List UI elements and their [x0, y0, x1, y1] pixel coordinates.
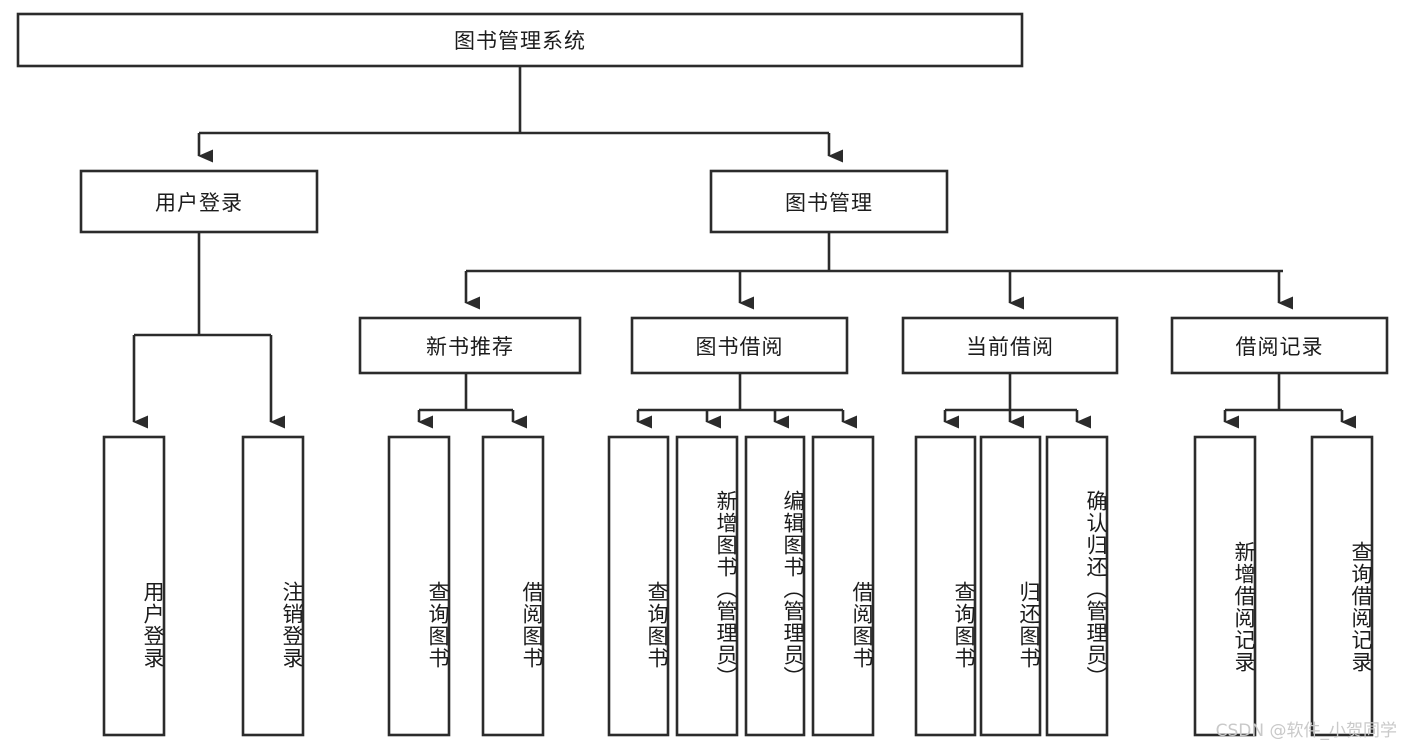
connector-group-user-login: [132, 232, 285, 429]
connector-group-current-borrow: [943, 373, 1091, 429]
node-leaf-confirm-return-admin-box[interactable]: [1045, 435, 1109, 737]
connector-group-root: [197, 66, 843, 163]
node-current-borrow-box[interactable]: [901, 316, 1119, 375]
node-leaf-query-book-current-box[interactable]: [914, 435, 977, 737]
node-root-box[interactable]: [16, 12, 1024, 68]
connector-group-borrow-record: [1223, 373, 1356, 429]
node-book-borrow-box[interactable]: [630, 316, 849, 375]
node-leaf-query-book-borrow-box[interactable]: [607, 435, 670, 737]
node-leaf-borrow-book-recommend-box[interactable]: [481, 435, 545, 737]
node-borrow-record-box[interactable]: [1170, 316, 1389, 375]
node-user-login-box[interactable]: [79, 169, 319, 234]
node-book-management-box[interactable]: [709, 169, 949, 234]
connector-group-book-borrow: [636, 373, 857, 429]
node-leaf-borrow-book-box[interactable]: [811, 435, 875, 737]
node-leaf-add-borrow-record-box[interactable]: [1193, 435, 1257, 737]
node-leaf-add-book-admin-box[interactable]: [675, 435, 739, 737]
node-leaf-user-login-box[interactable]: [102, 435, 166, 737]
node-leaf-query-borrow-record-box[interactable]: [1310, 435, 1374, 737]
connector-group-book-management: [464, 232, 1293, 310]
node-new-book-recommend-box[interactable]: [358, 316, 582, 375]
node-leaf-edit-book-admin-box[interactable]: [744, 435, 806, 737]
node-leaf-user-logout-box[interactable]: [241, 435, 305, 737]
node-leaf-query-book-recommend-box[interactable]: [387, 435, 451, 737]
node-leaf-return-book-box[interactable]: [979, 435, 1042, 737]
connector-group-new-book-recommend: [417, 373, 527, 429]
